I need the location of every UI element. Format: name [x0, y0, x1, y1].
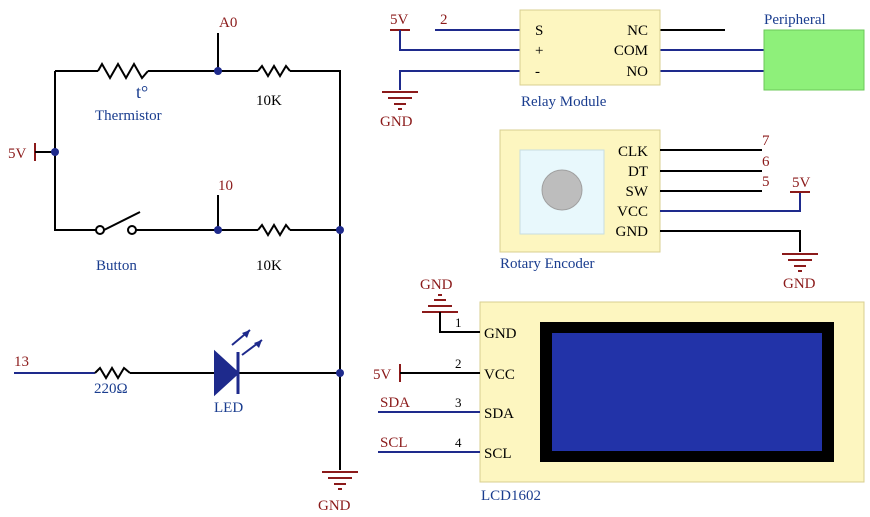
- encoder-module-label: Rotary Encoder: [500, 256, 595, 272]
- lcd-pin-num-4: 4: [455, 435, 462, 450]
- relay-pin-plus: +: [535, 43, 543, 59]
- lcd-pin-sda: SDA: [484, 406, 514, 422]
- lcd-pin-scl: SCL: [484, 446, 512, 462]
- encoder-clk-num: 7: [762, 133, 770, 149]
- resistor-1-label: 10K: [256, 93, 282, 109]
- lcd-module-label: LCD1602: [481, 488, 541, 504]
- lcd-vcc-label: 5V: [373, 367, 392, 383]
- encoder-pin-dt: DT: [628, 164, 648, 180]
- button-contact-right: [127, 225, 137, 235]
- pin10-label: 10: [218, 178, 233, 194]
- relay-pin-no: NO: [626, 64, 648, 80]
- relay-module-body: [519, 9, 661, 86]
- lcd-screen: [552, 333, 822, 451]
- led-icon: [214, 329, 263, 397]
- relay-gnd-label: GND: [380, 114, 413, 130]
- thermistor-symbol: t°: [136, 82, 148, 102]
- encoder-vcc-label: 5V: [792, 175, 811, 191]
- left-rail-wire: [54, 71, 95, 231]
- relay-pin-s: S: [535, 23, 543, 39]
- encoder-knob-icon: [541, 169, 583, 211]
- left-vcc-label: 5V: [8, 146, 27, 162]
- resistor-2-zigzag: [257, 223, 291, 237]
- a0-label: A0: [219, 15, 237, 31]
- resistor-2-label: 10K: [256, 258, 282, 274]
- pin13-label: 13: [14, 354, 29, 370]
- lcd-gnd-label: GND: [420, 277, 453, 293]
- encoder-pin-vcc: VCC: [617, 204, 648, 220]
- lcd-scl-label: SCL: [380, 435, 408, 451]
- encoder-pin-sw: SW: [626, 184, 649, 200]
- relay-vcc-label: 5V: [390, 12, 409, 28]
- peripheral-box: [763, 29, 865, 91]
- button-label: Button: [96, 258, 137, 274]
- lcd-pin-num-1: 1: [455, 315, 462, 330]
- relay-wiring: [382, 29, 764, 110]
- right-rail-wire: [290, 70, 341, 375]
- resistor-3-label: 220Ω: [94, 381, 128, 397]
- encoder-sw-num: 5: [762, 174, 770, 190]
- relay-signal-pin: 2: [440, 12, 448, 28]
- junction-dots: [51, 67, 344, 377]
- lcd-pin-vcc: VCC: [484, 367, 515, 383]
- button-contact-left: [95, 225, 105, 235]
- lcd-pin-gnd: GND: [484, 326, 517, 342]
- relay-module-label: Relay Module: [521, 94, 607, 110]
- led-label: LED: [214, 400, 243, 416]
- encoder-gnd-label: GND: [783, 276, 816, 292]
- resistor-1-zigzag: [257, 64, 291, 78]
- resistor-3-zigzag: [94, 366, 131, 380]
- button-lever: [103, 211, 141, 231]
- relay-pin-nc: NC: [627, 23, 648, 39]
- left-circuit: [14, 33, 358, 490]
- encoder-dt-num: 6: [762, 154, 770, 170]
- lcd-wiring: [378, 294, 480, 453]
- encoder-wiring: [660, 149, 818, 272]
- relay-pin-com: COM: [614, 43, 648, 59]
- peripheral-label: Peripheral: [764, 12, 826, 28]
- encoder-pin-clk: CLK: [618, 144, 648, 160]
- encoder-pin-gnd: GND: [616, 224, 649, 240]
- thermistor-zigzag: [97, 61, 149, 81]
- lcd-pin-num-3: 3: [455, 395, 462, 410]
- left-gnd-label: GND: [318, 498, 351, 514]
- relay-pin-minus: -: [535, 64, 540, 80]
- lcd-sda-label: SDA: [380, 395, 410, 411]
- lcd-pin-num-2: 2: [455, 356, 462, 371]
- thermistor-label: Thermistor: [95, 108, 162, 124]
